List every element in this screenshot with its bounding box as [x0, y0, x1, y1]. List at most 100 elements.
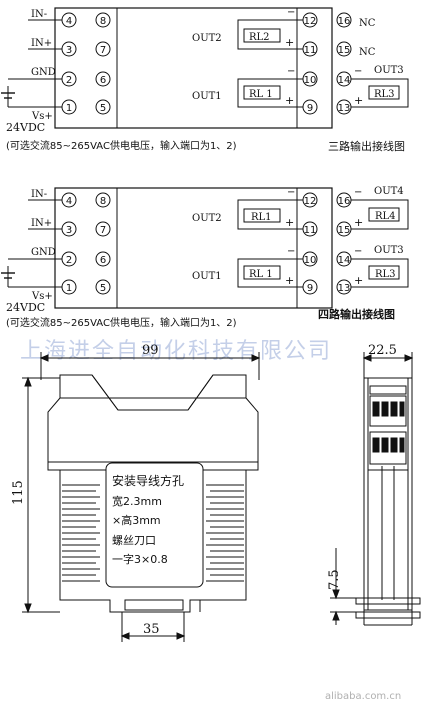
- plus-mark: +: [285, 36, 294, 49]
- wiring-four: 4 3 2 1 8 7 6 5 12 11 10 9 16 15 14 13: [1, 186, 409, 329]
- label-in-plus: IN+: [31, 218, 52, 229]
- rl2-loop: [237, 19, 303, 50]
- label-out3: OUT3: [374, 65, 404, 76]
- terminal-15: 15: [338, 225, 351, 236]
- minus-mark: −: [287, 66, 295, 77]
- terminal-16: 16: [338, 16, 351, 27]
- terminal-10: 10: [304, 255, 317, 266]
- terminal-11: 11: [304, 45, 317, 56]
- plus-mark: +: [354, 274, 363, 287]
- plus-mark: +: [354, 216, 363, 229]
- terminal-7: 7: [100, 225, 106, 236]
- box-line-3: ×高3mm: [112, 513, 161, 527]
- label-out2: OUT2: [192, 213, 222, 224]
- terminal-13: 13: [338, 283, 351, 294]
- terminal-14: 14: [338, 75, 351, 86]
- label-in-minus: IN-: [31, 189, 47, 200]
- label-rl1-top: RL1: [251, 212, 272, 223]
- minus-mark: −: [354, 187, 362, 198]
- terminal-6: 6: [100, 255, 106, 266]
- terminal-9: 9: [307, 283, 313, 294]
- label-24vdc: 24VDC: [6, 121, 45, 134]
- dim-width: 99: [142, 343, 159, 358]
- rl4-loop: [351, 199, 409, 230]
- note-ac: (可选交流85~265VAC供电电压，输入端口为1、2): [6, 139, 237, 152]
- label-out1: OUT1: [192, 91, 222, 102]
- label-24vdc: 24VDC: [6, 301, 45, 314]
- minus-mark: −: [287, 7, 295, 18]
- terminal-9: 9: [307, 103, 313, 114]
- label-out3: OUT3: [374, 245, 404, 256]
- rl1-top-loop: [237, 199, 303, 230]
- wiring-three: 4 3 2 1 8 7 6 5 12 11 10 9 16 15 14 13: [1, 7, 409, 153]
- input-wiring: [1, 19, 62, 108]
- label-vs-plus: Vs+: [31, 111, 53, 122]
- module-body: [54, 187, 333, 309]
- label-rl3: RL3: [375, 269, 396, 280]
- title-four: 四路输出接线图: [318, 307, 395, 321]
- right-vents: [206, 484, 244, 582]
- terminal-11: 11: [304, 225, 317, 236]
- side-view: [330, 352, 421, 626]
- plus-mark: +: [285, 274, 294, 287]
- terminal-10: 10: [304, 75, 317, 86]
- terminal-16: 16: [338, 196, 351, 207]
- rl3-loop: [351, 258, 409, 288]
- minus-mark: −: [287, 187, 295, 198]
- label-nc-2: NC: [359, 47, 376, 58]
- label-vs-plus: Vs+: [31, 291, 53, 302]
- terminal-2: 2: [66, 75, 72, 86]
- terminal-3: 3: [66, 225, 72, 236]
- label-in-minus: IN-: [31, 9, 47, 20]
- dim-offset: 7.5: [327, 569, 342, 590]
- label-rl1: RL 1: [249, 89, 273, 100]
- terminal-12: 12: [304, 196, 317, 207]
- right-terminals: 12 11 10 9 16 15 14 13: [302, 192, 352, 295]
- terminal-15: 15: [338, 45, 351, 56]
- box-line-4: 螺丝刀口: [112, 534, 156, 547]
- label-gnd: GND: [31, 247, 56, 258]
- footer-source: alibaba.com.cn: [325, 691, 401, 702]
- box-line-5: 一字3×0.8: [112, 552, 168, 566]
- minus-mark: −: [354, 246, 362, 257]
- label-out4: OUT4: [374, 186, 404, 197]
- input-wiring: [1, 199, 62, 288]
- label-box: [105, 462, 204, 588]
- label-out2: OUT2: [192, 33, 222, 44]
- terminal-2: 2: [66, 255, 72, 266]
- dim-height: 115: [11, 480, 26, 505]
- terminal-7: 7: [100, 45, 106, 56]
- terminal-14: 14: [338, 255, 351, 266]
- minus-mark: −: [287, 246, 295, 257]
- terminal-5: 5: [100, 103, 106, 114]
- terminal-12: 12: [304, 16, 317, 27]
- rl1-bottom-loop: [237, 258, 303, 288]
- box-line-1: 安装导线方孔: [112, 473, 184, 488]
- left-vents: [62, 484, 100, 582]
- rl3-loop: [351, 78, 409, 108]
- terminal-4: 4: [66, 196, 72, 207]
- plus-mark: +: [285, 94, 294, 107]
- label-rl3: RL3: [374, 89, 395, 100]
- right-terminals: 12 11 10 9 16 15 14 13: [302, 12, 352, 115]
- terminal-1: 1: [66, 283, 72, 294]
- terminal-6: 6: [100, 75, 106, 86]
- box-line-2: 宽2.3mm: [112, 494, 162, 508]
- label-rl4: RL4: [375, 211, 396, 222]
- note-ac: (可选交流85~265VAC供电电压，输入端口为1、2): [6, 316, 237, 329]
- terminal-4: 4: [66, 16, 72, 27]
- label-in-plus: IN+: [31, 38, 52, 49]
- terminal-8: 8: [100, 196, 106, 207]
- front-view: [22, 352, 261, 642]
- minus-mark: −: [354, 66, 362, 77]
- left-terminals: 4 3 2 1 8 7 6 5: [61, 192, 111, 295]
- terminal-3: 3: [66, 45, 72, 56]
- dim-rail: 35: [143, 622, 160, 637]
- title-three: 三路输出接线图: [328, 139, 405, 153]
- label-out1: OUT1: [192, 271, 222, 282]
- label-rl2: RL2: [249, 32, 270, 43]
- label-nc-1: NC: [359, 18, 376, 29]
- rl1-loop: [237, 78, 303, 108]
- left-terminals: 4 3 2 1 8 7 6 5: [61, 12, 111, 115]
